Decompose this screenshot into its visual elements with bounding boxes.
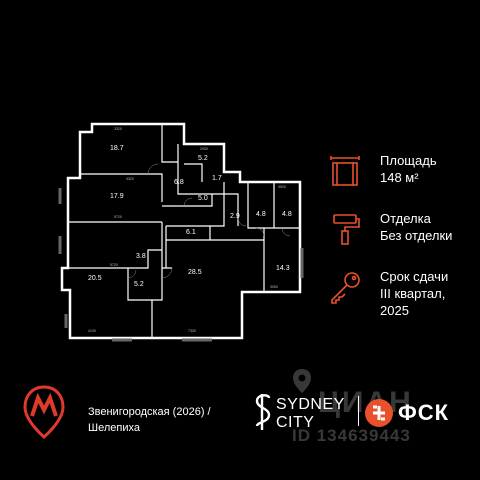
room-area: 5.2 [134,281,144,288]
apartment-info: Площадь 148 м² Отделка Без отделки Срок … [328,152,478,326]
room-area: 14.3 [276,265,290,272]
area-label: Площадь [380,153,437,168]
watermark-brand: ЦИАН [318,386,413,419]
finish-row: Отделка Без отделки [328,210,478,246]
dimension-labels: 3320 2930 3520 5720 4130 7330 3320 5720 … [88,127,286,333]
fsk-text: ФСК [398,400,450,425]
floor-plan-drawing: 18.7 5.2 17.9 6.8 1.7 5.0 2.9 4.8 4.8 6.… [58,122,304,342]
dimension: 7330 [188,329,196,333]
watermark: ЦИАН ID 134639443 [292,368,472,450]
area-icon [330,156,360,186]
windows [58,188,304,342]
room-area: 6.8 [174,179,184,186]
room-area: 28.5 [188,269,202,276]
area-row: Площадь 148 м² [328,152,478,188]
metro-icon [23,385,65,439]
dimension: 3320 [126,177,134,181]
delivery-row: Срок сдачи III квартал, 2025 [328,268,478,318]
room-area: 5.0 [198,195,208,202]
floor-plan: 18.7 5.2 17.9 6.8 1.7 5.0 2.9 4.8 4.8 6.… [52,118,320,342]
footer: Звенигородская (2026) / Шелепиха SYDNEY … [0,384,480,444]
map-pin-icon [293,369,311,393]
sydney-text: SYDNEY [276,396,345,413]
dimension: 4130 [88,329,96,333]
room-area: 18.7 [110,145,124,152]
room-area: 2.9 [230,213,240,220]
delivery-label: Срок сдачи [380,269,449,284]
area-value: 148 м² [380,170,419,185]
fsk-emblem-icon [365,399,393,427]
finish-label: Отделка [380,211,431,226]
metro-station: Звенигородская (2026) / Шелепиха [88,404,211,436]
room-labels: 18.7 5.2 17.9 6.8 1.7 5.0 2.9 4.8 4.8 6.… [88,145,292,288]
sydney-s-icon [255,394,271,430]
finish-value: Без отделки [380,228,453,243]
dimension: 3520 [278,185,286,189]
logo-divider [358,396,359,426]
room-area: 17.9 [110,193,124,200]
room-area: 5.2 [198,155,208,162]
sydney-city-logo: SYDNEY CITY [254,392,354,436]
dimension: 3050 [270,285,278,289]
door-arcs [127,163,291,279]
dimension: 2930 [200,147,208,151]
outer-wall [60,122,302,340]
dimension: 3320 [114,127,122,131]
delivery-value-line1: III квартал, [380,286,446,301]
delivery-value-line2: 2025 [380,303,409,318]
dimension: 5720 [110,263,118,267]
metro-station-line2: Шелепиха [88,422,140,434]
metro-station-line1: Звенигородская (2026) / [88,406,211,418]
room-area: 20.5 [88,275,102,282]
room-area: 4.8 [256,211,266,218]
room-area: 4.8 [282,211,292,218]
dimension: 5720 [114,215,122,219]
city-text: CITY [276,414,315,431]
room-area: 1.7 [212,175,222,182]
room-area: 6.1 [186,229,196,236]
watermark-id: ID 134639443 [292,426,411,445]
fsk-logo: ФСК [364,398,454,428]
key-icon [331,272,360,304]
paint-roller-icon [333,214,360,245]
room-area: 3.8 [136,253,146,260]
inner-walls [68,124,300,338]
